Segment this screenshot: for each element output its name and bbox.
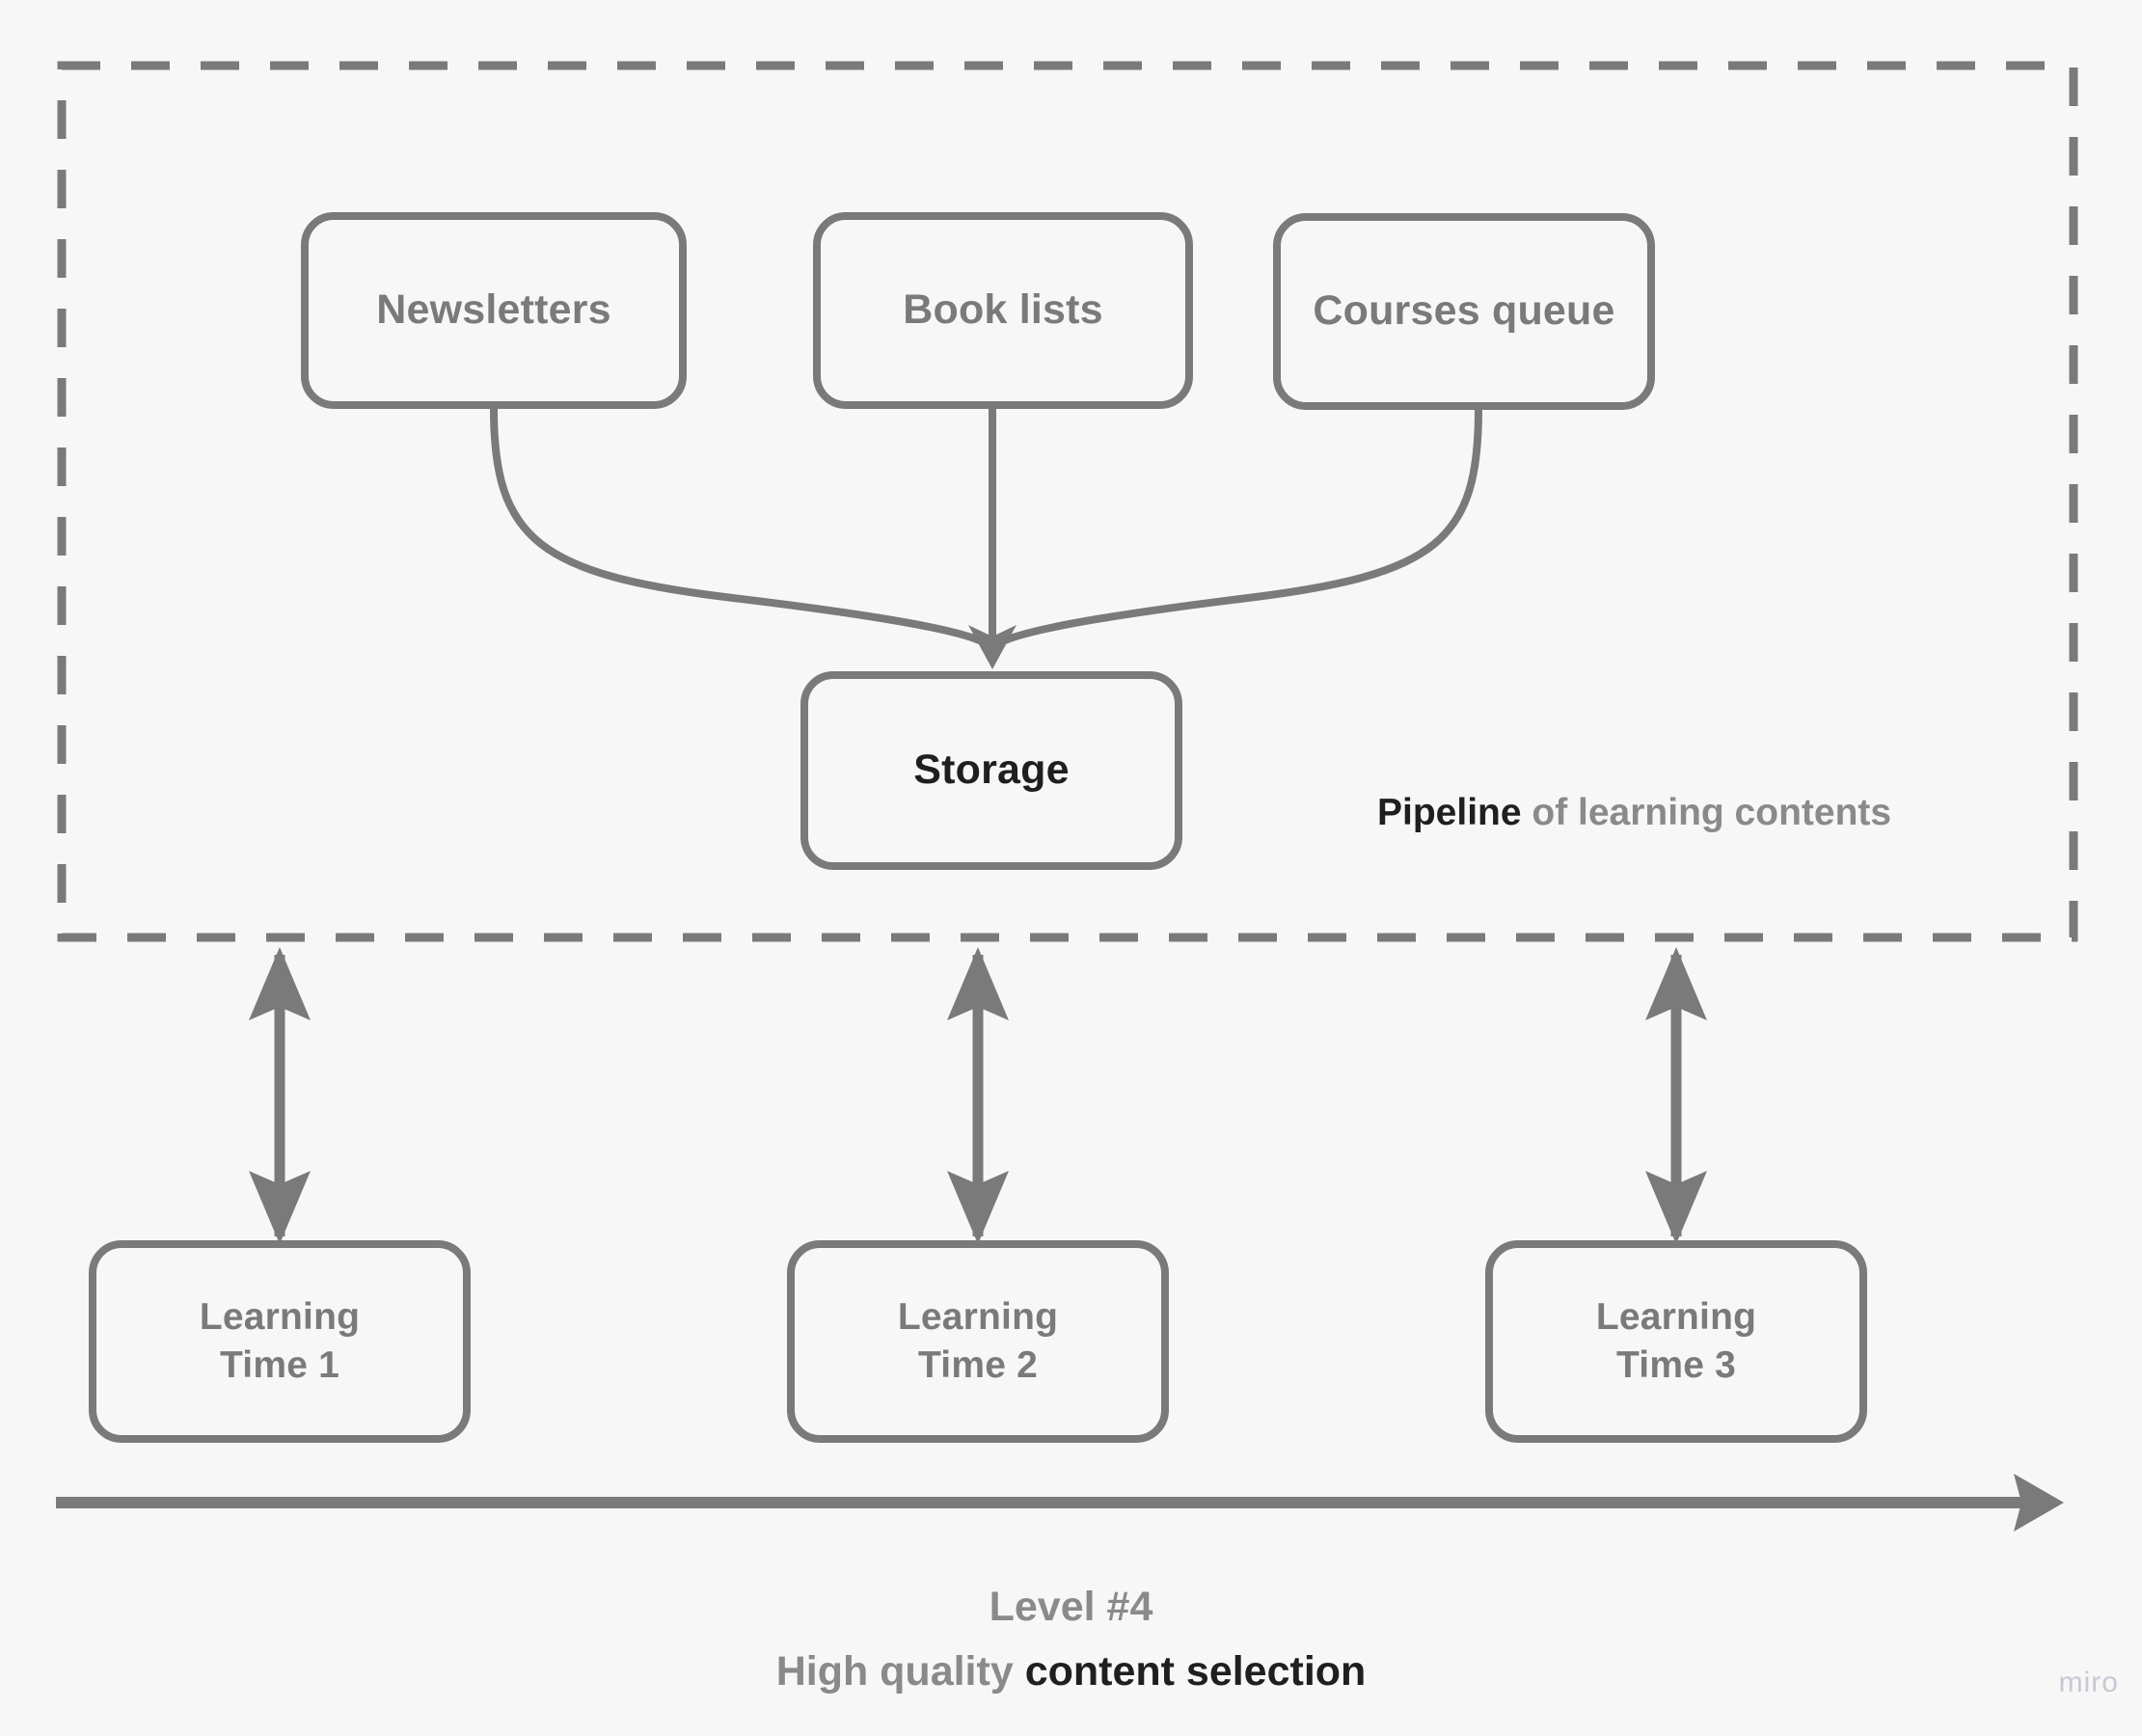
node-learning-time-2-label: Learning Time 2 <box>898 1293 1058 1390</box>
node-book-lists[interactable]: Book lists <box>813 212 1193 409</box>
node-learning-time-3-label: Learning Time 3 <box>1596 1293 1756 1390</box>
bidirectional-arrow-1 <box>249 947 311 1244</box>
connector-courses-to-storage <box>990 406 1482 652</box>
node-newsletters[interactable]: Newsletters <box>301 212 687 409</box>
node-courses-queue[interactable]: Courses queue <box>1273 213 1655 410</box>
node-learning-time-2-line2: Time 2 <box>917 1344 1039 1386</box>
bidirectional-arrow-3 <box>1645 947 1707 1244</box>
node-learning-time-3-line1: Learning <box>1595 1296 1757 1339</box>
node-learning-time-1[interactable]: Learning Time 1 <box>89 1240 471 1443</box>
pipeline-label-muted: of learning contents <box>1521 792 1892 833</box>
arrowhead-into-storage <box>968 625 1017 669</box>
node-learning-time-3-line2: Time 3 <box>1615 1344 1737 1386</box>
caption-subtitle-muted: High quality <box>775 1647 1025 1695</box>
timeline-arrow <box>56 1474 2064 1532</box>
bidirectional-arrow-2 <box>947 947 1009 1244</box>
node-learning-time-2-line1: Learning <box>897 1296 1059 1339</box>
node-book-lists-label: Book lists <box>903 286 1103 334</box>
connector-newsletters-to-storage <box>490 405 995 652</box>
node-learning-time-1-label: Learning Time 1 <box>200 1293 360 1390</box>
pipeline-group-label: Pipeline of learning contents <box>1377 792 1891 834</box>
node-courses-queue-label: Courses queue <box>1313 287 1615 335</box>
node-storage-label: Storage <box>913 746 1070 794</box>
miro-watermark: miro <box>2058 1667 2119 1698</box>
node-storage[interactable]: Storage <box>800 671 1182 870</box>
node-learning-time-1-line2: Time 1 <box>219 1344 340 1386</box>
node-learning-time-1-line1: Learning <box>199 1296 361 1339</box>
pipeline-group-border <box>57 61 2078 942</box>
node-learning-time-2[interactable]: Learning Time 2 <box>787 1240 1169 1443</box>
caption-subtitle: High quality content selection <box>0 1644 2142 1699</box>
caption-subtitle-strong: content selection <box>1024 1647 1367 1695</box>
diagram-caption: Level #4 High quality content selection <box>0 1580 2142 1699</box>
caption-level: Level #4 <box>989 1584 1153 1630</box>
pipeline-label-strong: Pipeline <box>1377 792 1522 833</box>
node-learning-time-3[interactable]: Learning Time 3 <box>1485 1240 1867 1443</box>
node-newsletters-label: Newsletters <box>376 286 611 334</box>
